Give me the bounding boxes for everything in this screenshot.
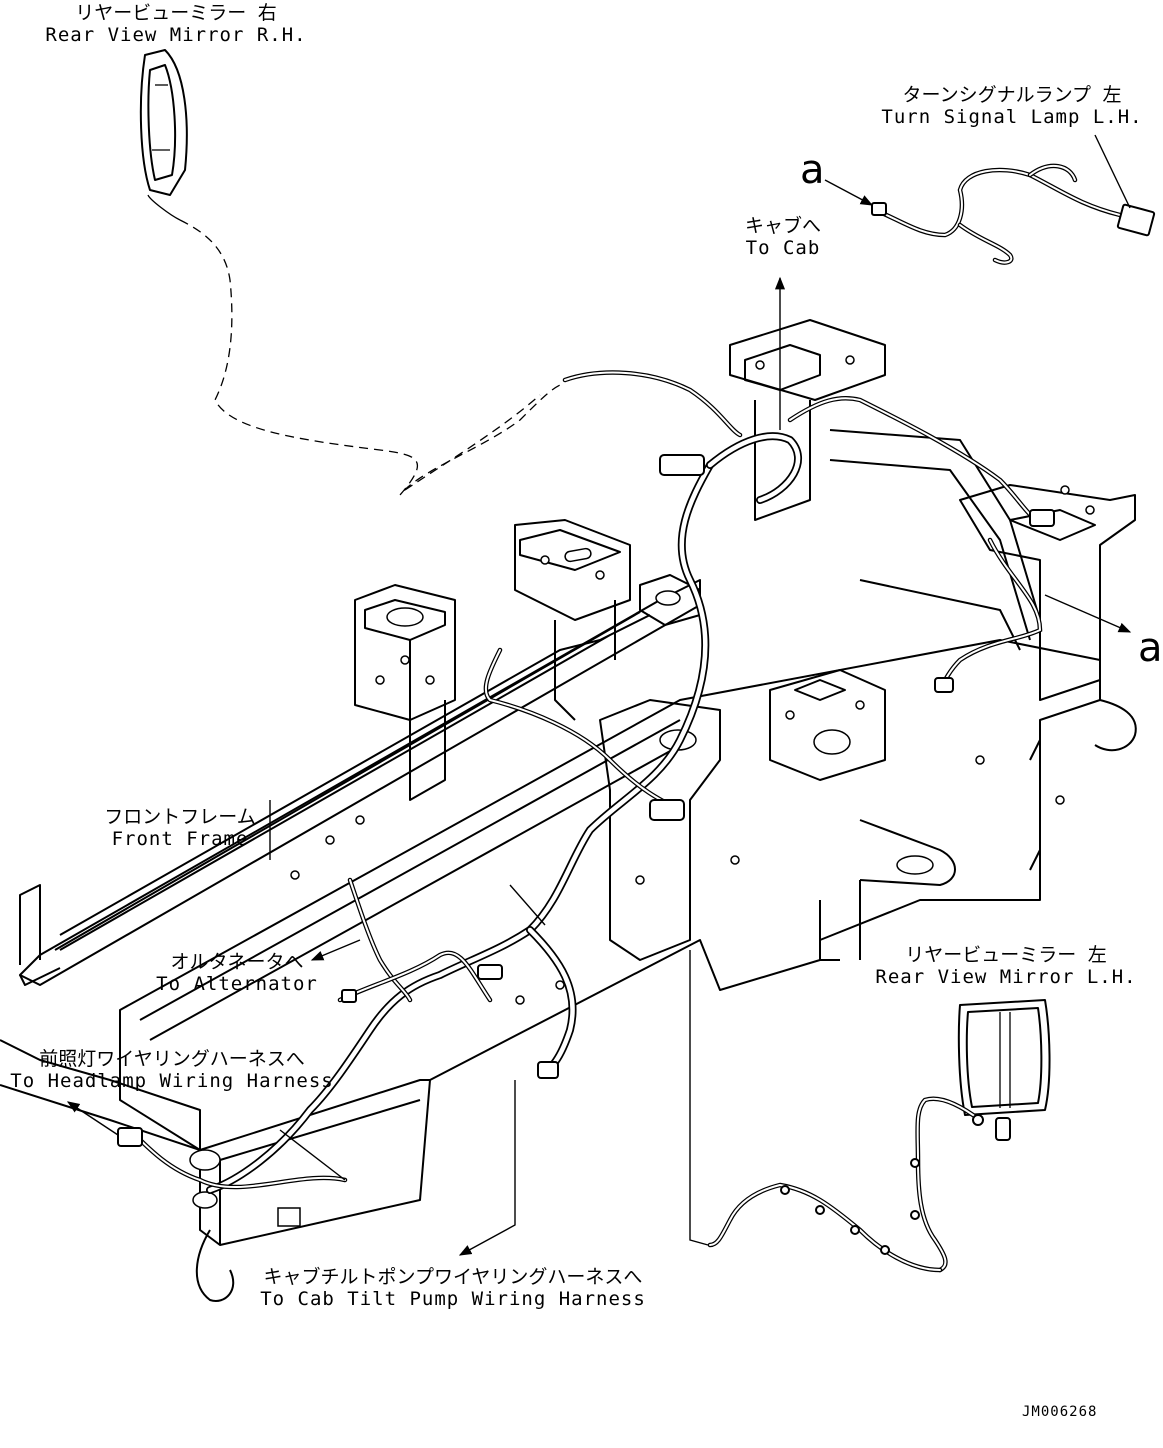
rear-view-mirror-lh-drawing <box>707 999 1051 1273</box>
label-front-frame-jp: フロントフレーム <box>104 806 256 828</box>
label-to-cab: キャブへ To Cab <box>745 215 821 259</box>
label-to-headlamp-wiring-harness-en: To Headlamp Wiring Harness <box>10 1070 334 1092</box>
label-turn-signal-lamp-lh-en: Turn Signal Lamp L.H. <box>881 106 1143 128</box>
label-rear-view-mirror-rh-jp: リヤービューミラー 右 <box>75 2 277 24</box>
label-rear-view-mirror-lh-jp: リヤービューミラー 左 <box>905 944 1107 966</box>
mark-a-right: a <box>1138 625 1163 671</box>
label-turn-signal-lamp-lh: ターンシグナルランプ 左 Turn Signal Lamp L.H. <box>881 84 1142 128</box>
label-to-alternator-jp: オルタネータへ <box>170 951 304 973</box>
label-to-headlamp-wiring-harness-jp: 前照灯ワイヤリングハーネスへ <box>39 1048 305 1070</box>
label-rear-view-mirror-rh-en: Rear View Mirror R.H. <box>45 24 307 46</box>
label-rear-view-mirror-lh-en: Rear View Mirror L.H. <box>875 966 1137 988</box>
rear-view-mirror-rh-drawing <box>139 49 561 496</box>
label-turn-signal-lamp-lh-jp: ターンシグナルランプ 左 <box>902 84 1122 106</box>
label-to-alternator: オルタネータへ To Alternator <box>156 951 318 995</box>
label-rear-view-mirror-lh: リヤービューミラー 左 Rear View Mirror L.H. <box>875 944 1136 988</box>
label-to-cab-tilt-pump-wiring-harness-jp: キャブチルトポンプワイヤリングハーネスへ <box>263 1266 643 1288</box>
leader-lines <box>66 134 1132 1256</box>
label-to-cab-en: To Cab <box>745 237 821 259</box>
label-to-alternator-en: To Alternator <box>156 973 318 995</box>
mark-a-top: a <box>800 147 825 193</box>
label-to-cab-tilt-pump-wiring-harness-en: To Cab Tilt Pump Wiring Harness <box>260 1288 646 1310</box>
label-rear-view-mirror-rh: リヤービューミラー 右 Rear View Mirror R.H. <box>45 2 306 46</box>
label-to-cab-tilt-pump-wiring-harness: キャブチルトポンプワイヤリングハーネスへ To Cab Tilt Pump Wi… <box>260 1266 646 1310</box>
label-front-frame: フロントフレーム Front Frame <box>104 806 255 850</box>
main-wiring-harness <box>117 370 1055 1194</box>
label-front-frame-en: Front Frame <box>111 828 249 850</box>
label-to-cab-jp: キャブへ <box>744 215 822 237</box>
turn-signal-lamp-lh-drawing <box>871 163 1156 265</box>
label-to-headlamp-wiring-harness: 前照灯ワイヤリングハーネスへ To Headlamp Wiring Harnes… <box>10 1048 333 1092</box>
drawing-code: JM006268 <box>1022 1404 1098 1420</box>
